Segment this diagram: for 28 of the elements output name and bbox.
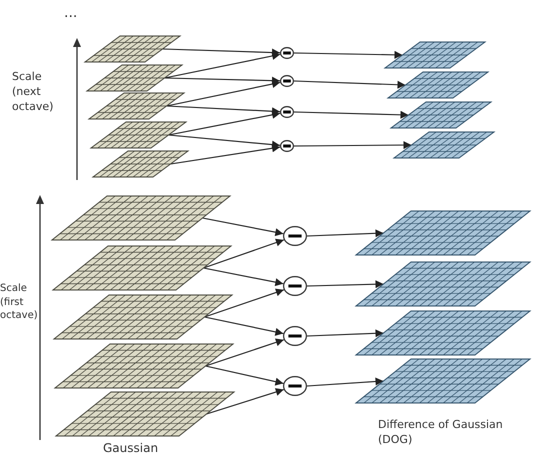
arrow [294,80,406,89]
arrow [306,329,384,338]
arrow [168,134,280,149]
arrow [294,50,402,59]
arrow [166,80,280,107]
axis-label: Gaussian [103,440,160,456]
axis-label: Scale (first octave) [0,282,38,322]
axis-label: Difference of Gaussian (DOG) [378,418,504,448]
arrow [306,378,384,387]
arrow [168,110,280,136]
arrow [205,365,284,386]
axis-label: Scale (next octave) [12,70,54,115]
arrow [203,267,284,286]
arrow [205,338,284,367]
arrow [164,76,280,85]
arrow [170,144,280,165]
arrow [204,316,284,336]
arrow [306,229,384,238]
arrow [164,52,280,79]
arrow [294,110,409,119]
arrow [206,388,284,415]
ellipsis: ... [64,4,78,23]
arrow [204,288,284,318]
arrow [166,105,280,116]
arrow [202,217,284,236]
arrow [203,238,284,269]
arrow [294,141,412,150]
arrow [306,280,384,288]
